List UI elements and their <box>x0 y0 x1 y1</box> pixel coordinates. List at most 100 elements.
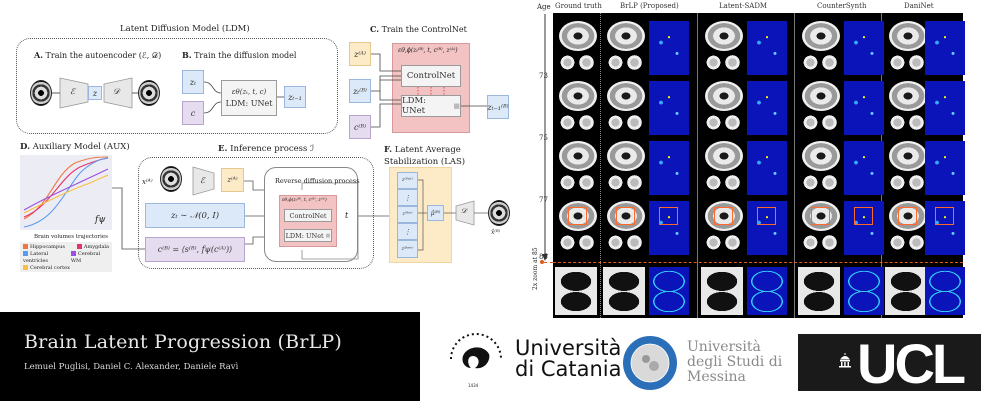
lock-icon: ■ <box>453 102 460 110</box>
trajectory-cerebral-cortex <box>23 174 109 214</box>
error-heatmap <box>844 141 884 195</box>
lock-icon: ■ <box>325 232 331 239</box>
c-eps-label: εθ,ϕ(zₜ⁽ᴮ⁾, t, c⁽ᴮ⁾, z⁽ᴬ⁾) <box>398 47 458 54</box>
authors: Lemuel Puglisi, Daniel C. Alexander, Dan… <box>24 362 239 372</box>
latent-ellipsis: ⋮ <box>397 223 418 240</box>
column-header: DaniNet <box>904 2 934 10</box>
zt-box: zₜ <box>182 70 204 94</box>
inference-dashed-frame <box>138 157 374 269</box>
roi-box <box>659 207 678 225</box>
legend-item: Cerebral WM <box>70 251 101 264</box>
axial-mri-slice <box>607 81 645 111</box>
section-b-title: B. Train the diffusion model <box>182 50 297 60</box>
encoder-label: ℰ <box>70 87 75 96</box>
reverse-diffusion-frame <box>264 167 358 262</box>
xA-label: x⁽ᴬ⁾ <box>142 178 153 186</box>
column-header: BrLP (Proposed) <box>620 2 679 10</box>
roi-box <box>568 207 587 225</box>
section-e-title: E. Inference process ℐ <box>218 144 315 154</box>
axial-mri-slice <box>705 201 743 231</box>
coronal-mri-slice <box>578 234 595 251</box>
axial-mri-slice <box>889 201 927 231</box>
axial-mri-slice <box>607 201 645 231</box>
section-c-arrows <box>371 53 487 128</box>
axial-mri-slice <box>559 21 597 51</box>
roi-box <box>714 207 733 225</box>
section-a-title: A. Train the autoencoder (ℰ, 𝒟) <box>34 50 162 60</box>
error-heatmap <box>925 21 965 75</box>
axial-mri-slice <box>802 201 840 231</box>
coronal-mri-slice <box>821 234 838 251</box>
poster-title: Brain Latent Progression (BrLP) <box>24 331 343 353</box>
roi-box <box>811 207 830 225</box>
zoomed-error-heatmap <box>844 267 884 315</box>
zt-minus-1-box: zₜ₋₁ <box>284 86 306 108</box>
messina-line2: degli Studi di <box>687 354 783 370</box>
title-banner <box>0 312 420 401</box>
results-grid <box>553 13 965 318</box>
zoomed-mri-crop <box>885 267 927 315</box>
zoom-marker-line <box>544 262 553 263</box>
e-unet-block-locked: LDM: UNet■ <box>284 229 332 242</box>
axial-mri-slice <box>802 141 840 171</box>
sagittal-mri-slice <box>889 115 906 130</box>
controlnet-block: ControlNet <box>401 65 461 87</box>
c-output-box: zₜ₋₁⁽ᴮ⁾ <box>487 95 509 119</box>
unet-label: LDM: UNet <box>225 99 273 108</box>
ucl-logo <box>798 334 981 391</box>
sagittal-mri-slice <box>705 55 722 70</box>
ldm-unet-block: εθ(zₜ, t, c) LDM: UNet <box>221 80 277 116</box>
error-heatmap <box>649 21 689 75</box>
coronal-mri-slice <box>724 234 741 251</box>
coronal-mri-slice <box>724 174 741 191</box>
e-zA-box: z⁽ᴬ⁾ <box>221 168 244 192</box>
predicted-brain-image <box>488 200 510 226</box>
messina-name: Università degli Studi di Messina <box>687 340 782 385</box>
zoomed-error-heatmap <box>925 267 965 315</box>
sagittal-mri-slice <box>802 175 819 190</box>
zA-box: z⁽ᴬ⁾ <box>349 42 371 66</box>
messina-line1: Università <box>687 339 761 355</box>
input-brain-image <box>30 80 52 106</box>
coronal-mri-slice <box>626 174 643 191</box>
error-heatmap <box>925 201 965 255</box>
zT-noise-box: zₜ ∼ 𝒩(0, I) <box>145 203 245 228</box>
e-unet-label: LDM: UNet <box>285 231 324 240</box>
error-heatmap <box>649 141 689 195</box>
sagittal-mri-slice <box>889 55 906 70</box>
error-heatmap <box>844 21 884 75</box>
coronal-mri-slice <box>908 114 925 131</box>
coronal-mri-slice <box>578 54 595 71</box>
age-label: 73 <box>539 72 548 80</box>
catania-name: Università di Catania <box>515 338 622 380</box>
ldm-dashed-frame <box>16 38 338 134</box>
age-axis-arrow <box>542 14 548 261</box>
e-eps-label: εθ,ϕ(zₜ⁽ᴮ⁾, t, c⁽ᴮ⁾, z⁽ᴬ⁾) <box>282 198 327 203</box>
timestep-label: t <box>345 211 349 220</box>
messina-line3: Messina <box>687 369 746 385</box>
coronal-mri-slice <box>908 54 925 71</box>
roi-box <box>898 207 917 225</box>
catania-line2: di Catania <box>515 357 622 381</box>
column-header: Ground truth <box>555 2 602 10</box>
decoder-label: 𝒟 <box>113 87 120 96</box>
e-controlnet-block: ControlNet <box>284 209 332 222</box>
axial-mri-slice <box>889 81 927 111</box>
method-separator <box>794 13 795 318</box>
coronal-mri-slice <box>908 234 925 251</box>
catania-line1: Università <box>515 336 622 360</box>
axial-mri-slice <box>705 81 743 111</box>
coronal-mri-slice <box>821 174 838 191</box>
sagittal-mri-slice <box>802 55 819 70</box>
error-heatmap <box>844 81 884 135</box>
unet-block-locked: LDM: UNet■ <box>401 95 461 117</box>
trajectory-cerebral-wm <box>23 168 109 211</box>
predicted-output-label: x̂⁽ᴮ⁾ <box>491 229 501 236</box>
latent-sample-m: z⁽ᴮʷᵐ⁾ <box>397 240 418 258</box>
sagittal-mri-slice <box>705 115 722 130</box>
section-f-graphics <box>418 179 488 251</box>
sagittal-mri-slice <box>802 115 819 130</box>
sagittal-mri-slice <box>889 235 906 250</box>
e-encoder-trapezoid <box>192 166 215 196</box>
axial-mri-slice <box>559 81 597 111</box>
